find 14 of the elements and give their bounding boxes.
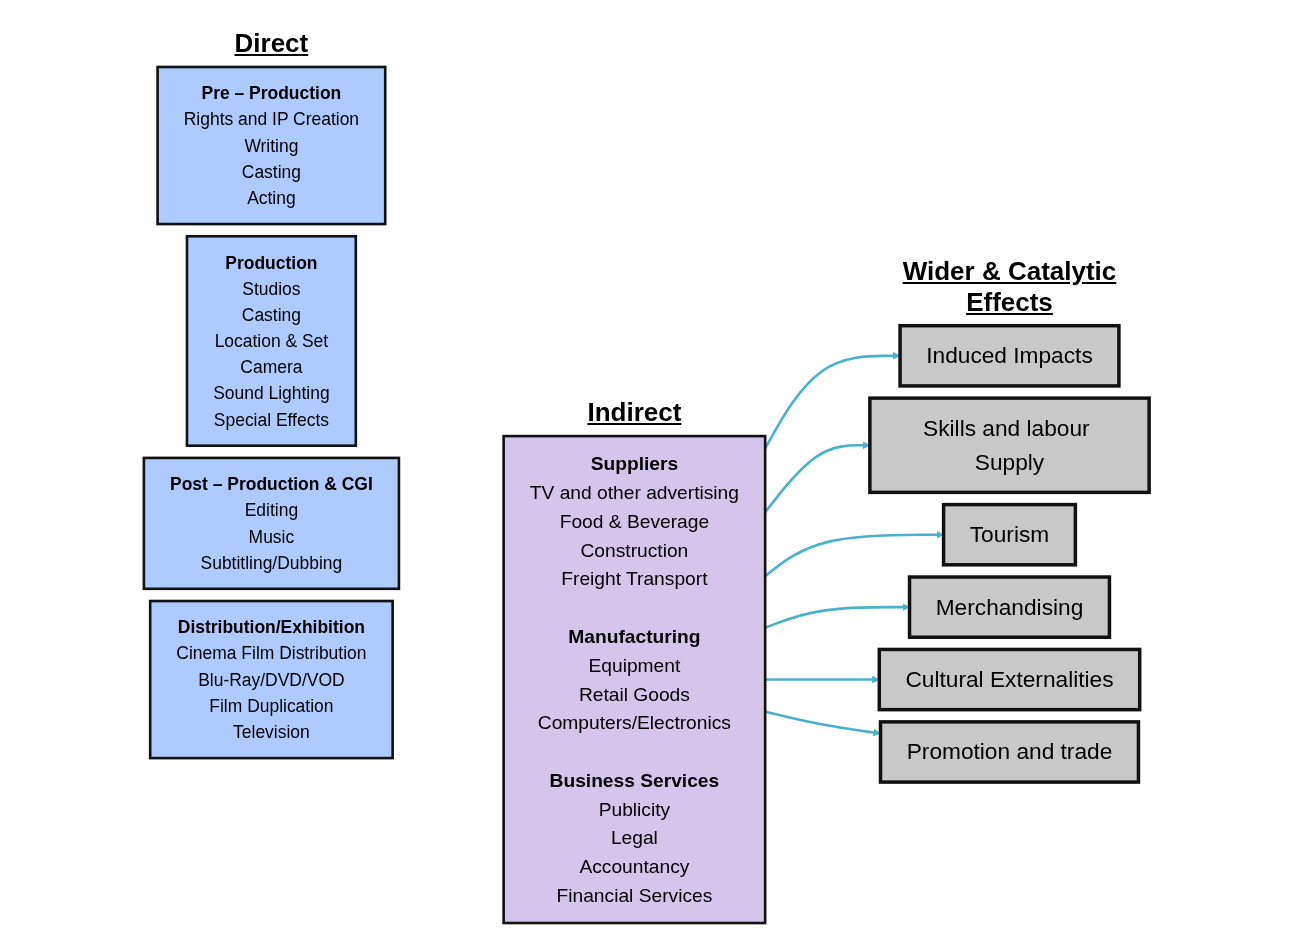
node-box: Production Studios Casting Location & Set Camera Sound Lighting Special Effects (185, 234, 358, 447)
node-box: Cultural Externalities (877, 647, 1142, 712)
node-box: Skills and labour Supply (868, 396, 1151, 495)
node-box: Induced Impacts (898, 323, 1121, 388)
column-heading: Direct (233, 28, 310, 59)
node-box: Suppliers TV and other advertising Food & Beverage Construction Freight Transport Manufacturing Equipment Retail Goods Computers/Electronics Business Services Publicity Legal Accountancy Financial Services (502, 434, 767, 925)
column-heading: Indirect (586, 397, 683, 429)
node-box: Tourism (941, 502, 1078, 567)
node-box: Merchandising (907, 575, 1112, 639)
node-box: Pre – Production Rights and IP Creation Writing Casting Acting (156, 65, 387, 226)
node-box: Distribution/Exhibition Cinema Film Distribution Blu-Ray/DVD/VOD Film Duplication Television (148, 599, 394, 760)
node-box: Promotion and trade (878, 720, 1141, 784)
node-box: Post – Production & CGI Editing Music Subtitling/Dubbing (142, 456, 401, 591)
column-heading: Wider & Catalytic Effects (901, 255, 1118, 318)
